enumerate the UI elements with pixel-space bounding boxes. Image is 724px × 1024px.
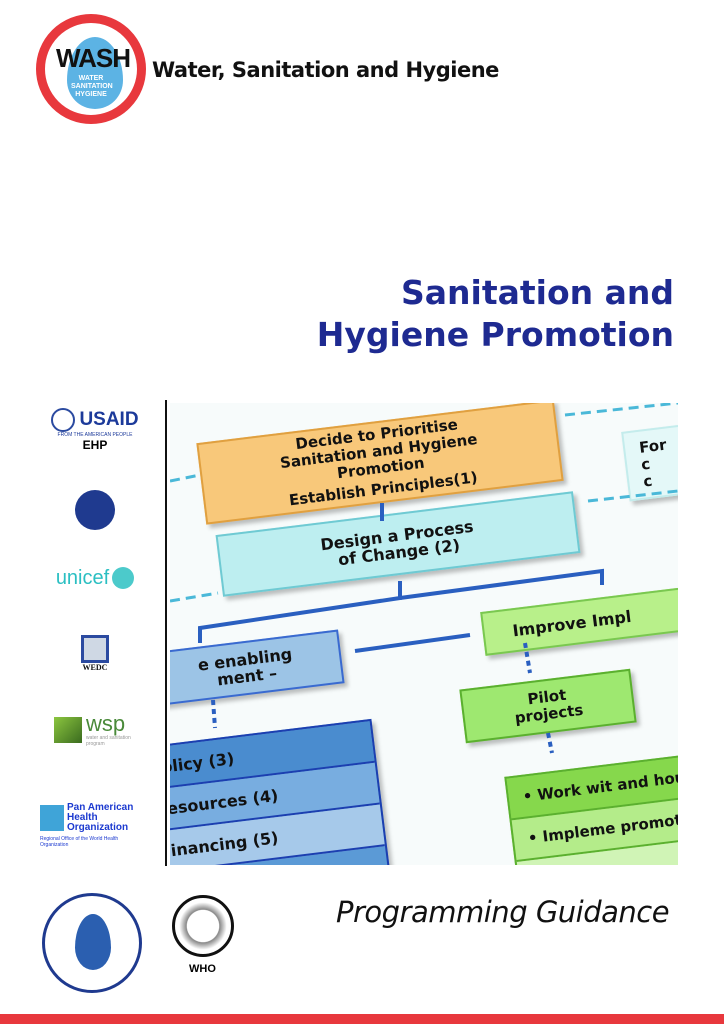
wash-logo-subtext: WATER SANITATION HYGIENE [71, 75, 113, 98]
dfid-seal-logo [40, 487, 150, 532]
usaid-ehp-logo: USAID FROM THE AMERICAN PEOPLE EHP [40, 400, 150, 460]
title-line-1: Sanitation and [400, 273, 674, 312]
wedc-logo: WEDC [40, 628, 150, 678]
globe-icon [81, 634, 109, 663]
wsp-mark-icon [54, 717, 82, 743]
ehp-text: EHP [82, 438, 108, 452]
diagram-arrows [170, 403, 678, 754]
globe-icon [112, 567, 135, 589]
who-text: WHO [189, 963, 216, 975]
series-subtitle: Water, Sanitation and Hygiene [152, 58, 499, 82]
wash-logo: WASH WATER SANITATION HYGIENE [36, 14, 146, 124]
who-logo: WHO [165, 895, 240, 985]
paho-text: Pan American Health Organization [67, 801, 134, 833]
wsp-tagline: water and sanitation program [86, 735, 131, 747]
document-title: Sanitation and Hygiene Promotion [317, 272, 674, 356]
wsp-text: wsp [86, 711, 126, 736]
wsp-logo: wsp water and sanitation program [40, 710, 150, 750]
paho-tagline: Regional Office of the World Health Orga… [40, 835, 119, 848]
water-drop-icon [75, 914, 111, 970]
usaid-text: USAID [79, 409, 139, 430]
title-line-2: Hygiene Promotion [316, 315, 674, 354]
bottom-red-bar [0, 1014, 724, 1024]
series-label: Programming Guidance [336, 895, 670, 929]
who-emblem-icon [171, 895, 234, 957]
americas-map-icon [40, 804, 64, 831]
divider-line [165, 400, 167, 866]
unicef-logo: unicef [40, 562, 150, 594]
water-drop-icon [67, 37, 123, 109]
unicef-text: unicef [55, 566, 110, 589]
dashed-arrow [211, 699, 217, 729]
arrow-to-improve [399, 568, 604, 600]
paho-logo: Pan American Health Organization Regiona… [40, 790, 150, 860]
double-arrow [354, 633, 471, 653]
usaid-tagline: FROM THE AMERICAN PEOPLE [57, 432, 133, 438]
usaid-seal-icon [51, 408, 76, 432]
arrow-to-enabling [198, 581, 402, 643]
wedc-text: WEDC [82, 662, 108, 672]
seal-icon [75, 489, 115, 530]
wsscc-logo [42, 893, 142, 993]
wash-logo-text: WASH [56, 43, 131, 73]
